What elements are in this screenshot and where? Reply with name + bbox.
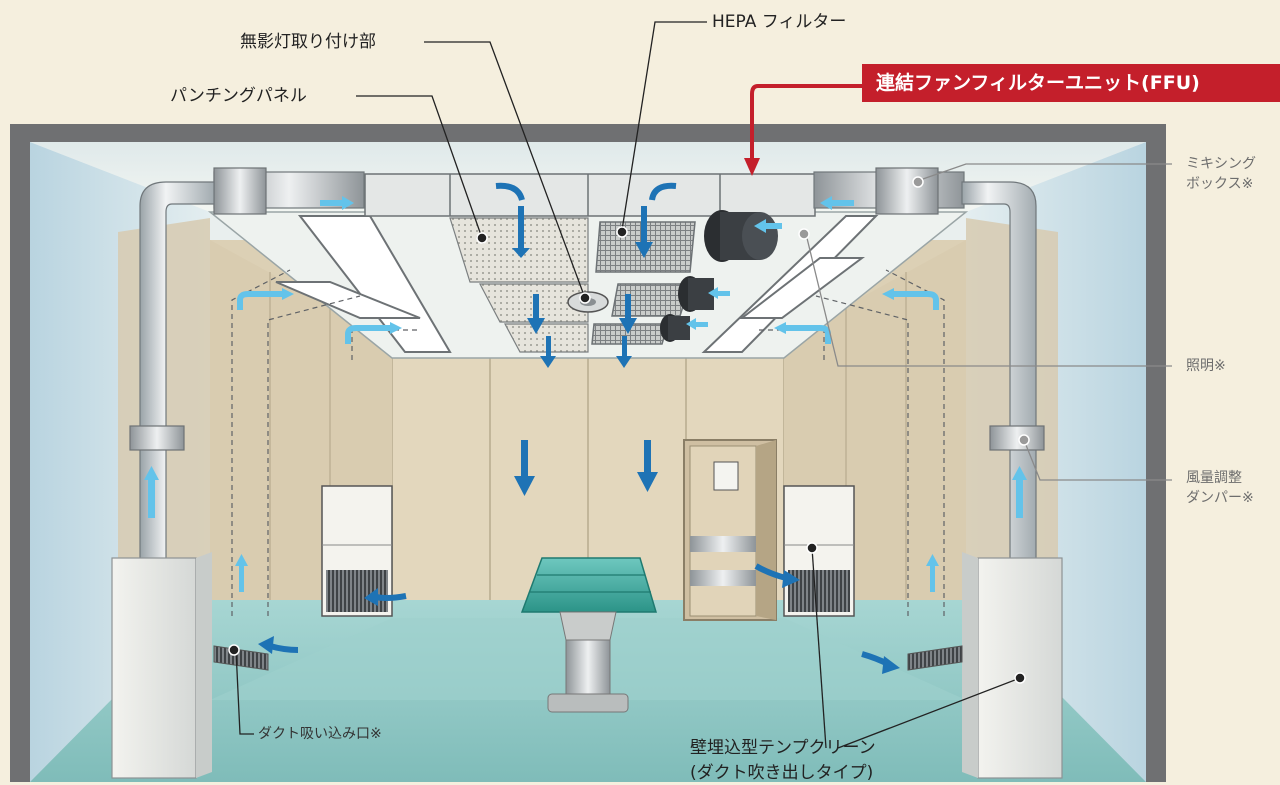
duct-housing-left xyxy=(111,557,197,779)
label-damper-line1: 風量調整 xyxy=(1186,470,1242,486)
label-damper-line2: ダンパー※ xyxy=(1186,490,1254,507)
duct-housing-right xyxy=(977,557,1063,779)
label-mixing-box: ミキシング ボックス※ xyxy=(1186,154,1256,195)
label-punching-panel: パンチングパネル xyxy=(170,86,307,106)
label-wall-tempclean: 壁埋込型テンプクリーン (ダクト吹き出しタイプ) xyxy=(690,736,876,785)
vertical-duct-right xyxy=(961,181,1037,561)
label-wall-tempclean-line2: (ダクト吹き出しタイプ) xyxy=(690,762,874,783)
label-mixing-box-line2: ボックス※ xyxy=(1186,176,1254,193)
duct-intake-right xyxy=(907,645,963,671)
mixing-box-right xyxy=(875,167,939,215)
ffu-housing xyxy=(364,173,816,217)
label-surgical-light-mount: 無影灯取り付け部 xyxy=(240,32,376,52)
operating-table xyxy=(520,557,658,613)
damper-left xyxy=(129,425,185,451)
label-duct-intake: ダクト吸い込み口※ xyxy=(258,726,382,742)
label-lighting: 照明※ xyxy=(1186,358,1226,374)
label-wall-tempclean-line1: 壁埋込型テンプクリーン xyxy=(690,738,876,758)
damper-right xyxy=(989,425,1045,451)
leader-lines-grey xyxy=(805,163,1172,481)
label-ffu: 連結ファンフィルターユニット(FFU) xyxy=(862,64,1280,102)
airflow-arrows-light xyxy=(144,196,1027,592)
duct-intake-left xyxy=(213,645,269,671)
label-mixing-box-line1: ミキシング xyxy=(1186,156,1256,172)
mixing-box-left xyxy=(213,167,267,215)
label-damper: 風量調整 ダンパー※ xyxy=(1186,468,1254,509)
vertical-duct-left xyxy=(139,181,215,561)
leader-lines xyxy=(235,21,1021,749)
ffu-pointer xyxy=(750,84,880,160)
label-hepa-filter: HEPA フィルター xyxy=(712,12,847,32)
airflow-arrows-dark xyxy=(258,182,900,674)
